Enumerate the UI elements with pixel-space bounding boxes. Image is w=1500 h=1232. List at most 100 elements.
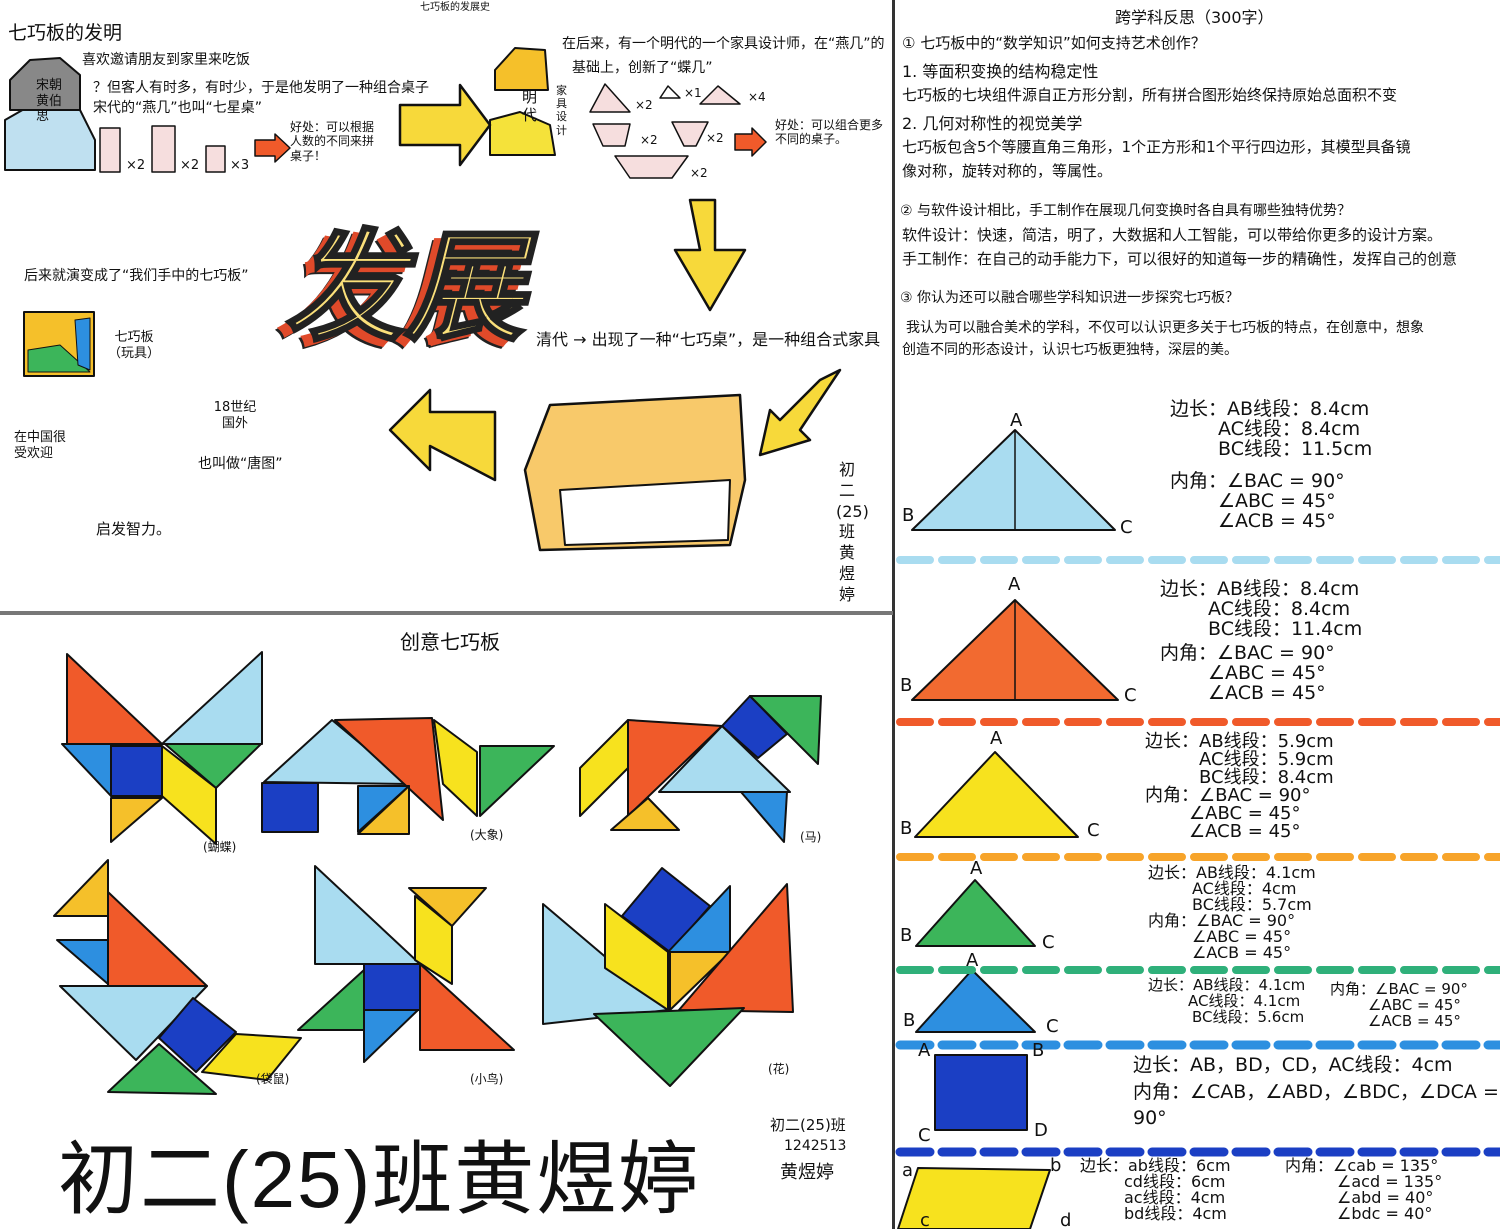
angle: ∠acd = 135° — [1337, 1172, 1443, 1191]
angle: ∠ACB = 45° — [1189, 821, 1301, 842]
piece-7-angles: 内角：∠cab = 135° ∠acd = 135° ∠abd = 40° ∠b… — [1285, 1158, 1442, 1222]
butterfly-table-piece-icon — [699, 85, 741, 105]
count: ×2 — [706, 131, 724, 145]
down-arrow-icon — [673, 198, 747, 312]
side-length: AC线段：4cm — [1192, 879, 1297, 898]
side-length: AC线段：4.1cm — [1188, 991, 1301, 1010]
figure-label-flower: (花) — [768, 1062, 790, 1076]
ming-text1: 在后来，有一个明代的一个家具设计师，在“燕几”的 — [562, 36, 885, 52]
tangram-butterfly-piece — [164, 743, 262, 789]
tangram-toy-piece — [74, 317, 91, 371]
angle: 内角：∠BAC = 90° — [1170, 469, 1345, 492]
side-length: BC线段：5.7cm — [1192, 895, 1312, 914]
table-piece-icon — [99, 127, 121, 173]
footer-signature: 黄煜婷 — [780, 1162, 834, 1183]
ming-benefit: 好处：可以组合更多不同的桌子。 — [775, 118, 884, 147]
tangram-flower-piece — [604, 903, 669, 1011]
ming-person-hat — [494, 47, 549, 91]
vertical-signature: 初二(25)班 黄煜婷 — [836, 460, 869, 604]
footer-class: 初二(25)班 — [770, 1116, 846, 1134]
side-length: BC线段：11.5cm — [1218, 437, 1373, 460]
side-length: 边长：ab线段：6cm — [1080, 1156, 1231, 1175]
count: ×2 — [635, 98, 653, 112]
reflection-q2: ② 与软件设计相比，手工制作在展现几何变换时各自具有哪些独特优势？ — [900, 203, 1351, 219]
invention-benefit: 好处：可以根据人数的不同来拼桌子！ — [290, 120, 375, 163]
angle: ∠ACB = 45° — [1208, 681, 1326, 704]
count: ×2 — [640, 133, 658, 147]
tangram-butterfly-piece — [110, 797, 163, 843]
vertex-label: A — [990, 728, 1003, 749]
vertex-label: B — [903, 1010, 916, 1031]
side-length: BC线段：11.4cm — [1208, 617, 1363, 640]
column-divider — [892, 0, 895, 1229]
count: ×2 — [180, 158, 200, 173]
tangram-toy-piece — [27, 344, 91, 373]
footer-id: 1242513 — [784, 1138, 847, 1154]
tangram-horse-piece — [749, 695, 822, 765]
tangram-horse-piece — [610, 797, 680, 831]
invention-line1: 喜欢邀请朋友到家里来吃饭 — [82, 52, 250, 68]
butterfly-table-piece-icon — [659, 85, 681, 99]
angle: ∠ACB = 45° — [1192, 943, 1292, 962]
vertex-label: D — [1034, 1120, 1048, 1141]
reflection-title: 跨学科反思（300字） — [1115, 8, 1274, 27]
angle: ∠ACB = 45° — [1218, 509, 1336, 532]
piece-2-measurements: 边长：AB线段：8.4cm AC线段：8.4cm BC线段：11.4cm 内角：… — [1160, 578, 1363, 704]
butterfly-table-piece-icon — [671, 121, 709, 147]
tangram-butterfly-piece — [161, 651, 263, 745]
side-length: AC线段：5.9cm — [1199, 749, 1334, 770]
tangram-kangaroo-piece — [107, 1043, 217, 1095]
vertex-label: B — [900, 925, 913, 946]
tangram-horse-piece — [627, 719, 723, 817]
side-length: ac线段：4cm — [1124, 1188, 1226, 1207]
tangram-kangaroo-piece — [158, 997, 237, 1073]
figure-label-bird: (小鸟) — [470, 1072, 504, 1086]
vertex-label: a — [902, 1160, 914, 1181]
china-label: 在中国很受欢迎 — [14, 430, 67, 461]
creative-title: 创意七巧板 — [400, 630, 500, 654]
side-length: BC线段：5.6cm — [1192, 1007, 1305, 1026]
measured-piece-7 — [897, 1167, 1051, 1229]
count: ×4 — [748, 90, 766, 104]
vertex-label: A — [970, 858, 983, 879]
side-length: bd线段：4cm — [1124, 1204, 1227, 1223]
angle: ∠ABC = 45° — [1368, 995, 1461, 1014]
tangram-butterfly-piece — [66, 653, 163, 745]
invention-line3: 宋代的“燕几”也叫“七星桌” — [93, 100, 263, 116]
reflection-software: 软件设计：快速，简洁，明了，大数据和人工智能，可以带给你更多的设计方案。 — [902, 226, 1443, 244]
vertex-label: C — [1046, 1016, 1059, 1037]
side-length: 边长：AB线段：8.4cm — [1160, 578, 1360, 600]
angle: ∠ABC = 45° — [1208, 661, 1326, 684]
piece-3-measurements: 边长：AB线段：5.9cm AC线段：5.9cm BC线段：8.4cm 内角：∠… — [1145, 733, 1334, 841]
vertex-label: C — [918, 1125, 931, 1146]
tangram-bird-piece — [363, 963, 421, 1011]
tangram-kangaroo-piece — [56, 939, 109, 985]
right-arrow-icon — [734, 127, 767, 157]
vertex-label: A — [918, 1040, 931, 1061]
angle: 内角：∠CAB，∠ABD，∠BDC，∠DCA = 90° — [1133, 1080, 1499, 1130]
side-length: 边长：AB线段：4.1cm — [1148, 863, 1316, 882]
vertex-label: b — [1050, 1155, 1062, 1176]
reflection-handmade: 手工制作：在自己的动手能力下，可以很好的知道每一步的精确性，发挥自己的创意 — [902, 250, 1458, 268]
angle: ∠bdc = 40° — [1337, 1204, 1433, 1223]
tangram-butterfly-piece — [110, 745, 163, 797]
count: ×1 — [684, 86, 702, 100]
piece-7-sides: 边长：ab线段：6cm cd线段：6cm ac线段：4cm bd线段：4cm — [1080, 1158, 1231, 1222]
side-length: AC线段：8.4cm — [1218, 417, 1361, 440]
angle: 内角：∠BAC = 90° — [1160, 641, 1335, 664]
tangram-elephant-piece — [479, 745, 555, 817]
qing-text: 清代 → 出现了一种“七巧桌”，是一种组合式家具 — [536, 330, 881, 349]
song-person-hat — [9, 57, 81, 111]
tangram-elephant-piece — [334, 717, 444, 821]
vertex-label: c — [920, 1210, 930, 1231]
tangram-elephant-piece — [261, 782, 319, 833]
butterfly-table-piece-icon — [614, 155, 689, 179]
angle: 内角：∠BAC = 90° — [1145, 785, 1311, 806]
right-arrow-icon — [398, 83, 492, 167]
table-piece-icon — [151, 125, 176, 173]
tangram-flower-piece — [593, 1007, 745, 1087]
measured-piece-1 — [911, 429, 1116, 531]
furniture-drawer — [559, 479, 731, 546]
song-person-label: 宋朝 黄伯思 — [36, 78, 63, 125]
tangram-bird-piece — [297, 969, 365, 1031]
